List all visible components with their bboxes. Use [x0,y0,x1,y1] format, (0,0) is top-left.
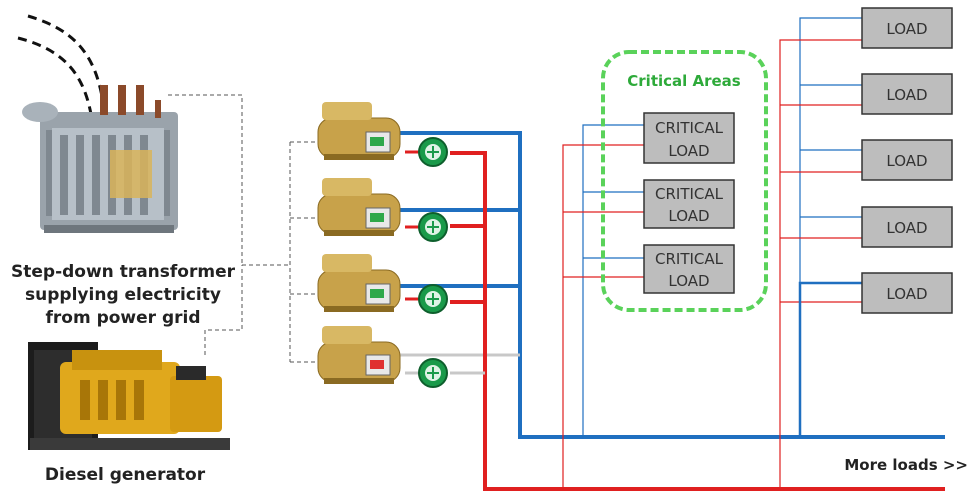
pump-icon [405,284,448,314]
load-box: LOAD [861,73,953,115]
load-feeders [779,17,862,489]
load-label: LOAD [886,219,927,237]
critical-load-line1: CRITICAL [655,250,724,268]
transformer-label-line2: supplying electricity [25,285,221,305]
transformer-label-line1: Step-down transformer [11,262,236,282]
critical-feeders [562,124,644,489]
critical-areas-title: Critical Areas [627,72,741,90]
pump-icon [405,137,448,167]
critical-load-box: CRITICAL LOAD [643,179,735,229]
load-feeder-main [798,281,862,437]
load-label: LOAD [886,20,927,38]
generator-label: Diesel generator [45,465,206,485]
load-label: LOAD [886,152,927,170]
critical-load-box: CRITICAL LOAD [643,244,735,294]
critical-load-line1: CRITICAL [655,185,724,203]
critical-load-box: CRITICAL LOAD [643,112,735,164]
transformer-label-line3: from power grid [45,308,200,328]
pump-icon [405,212,448,242]
generator-unit-icon [317,254,401,312]
grid-cables [17,14,107,121]
critical-load-line2: LOAD [668,207,709,225]
critical-load-line2: LOAD [668,272,709,290]
load-label: LOAD [886,285,927,303]
main-busbars [400,131,945,491]
source-dashed-links [168,94,320,363]
more-loads-label: More loads >> [844,456,968,474]
transformer-image [22,85,178,233]
generator-unit-icon [317,178,401,236]
critical-load-line1: CRITICAL [655,119,724,137]
load-box: LOAD [861,139,953,181]
generator-unit-icon [317,326,401,384]
machine-group [317,102,401,384]
load-label: LOAD [886,86,927,104]
load-box: LOAD [861,7,953,49]
critical-areas-box [601,50,768,312]
critical-load-line2: LOAD [668,142,709,160]
load-box: LOAD [861,272,953,314]
pump-icon [405,358,448,388]
load-box: LOAD [861,206,953,248]
generator-unit-icon [317,102,401,160]
diesel-generator-image [28,342,230,450]
pump-group [405,137,448,388]
